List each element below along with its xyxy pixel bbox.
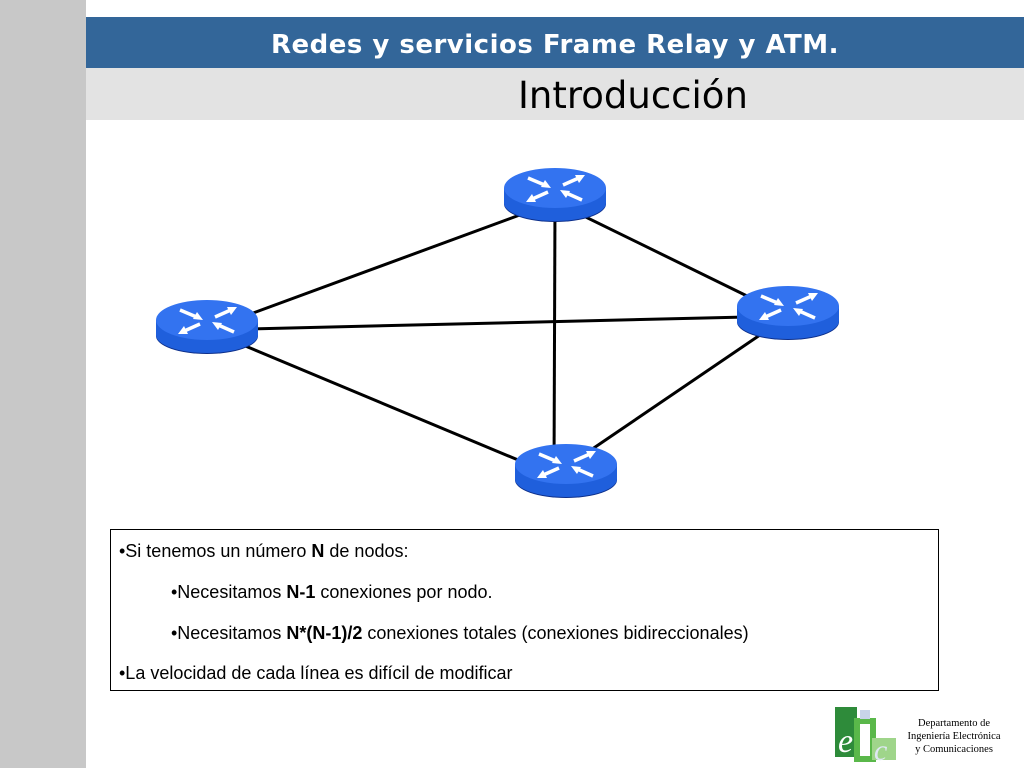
bullet-text: conexiones por nodo. xyxy=(315,582,493,602)
bullet-text: •Necesitamos xyxy=(171,623,287,643)
department-line-1: Departamento de xyxy=(917,718,990,729)
department-line-2: Ingeniería Electrónica xyxy=(907,731,1001,742)
svg-text:e: e xyxy=(838,723,853,760)
router-top xyxy=(502,166,608,224)
bullet-text: •La velocidad de cada línea es difícil d… xyxy=(119,663,513,683)
bullet-bold-term: N-1 xyxy=(286,582,316,602)
bullet-line-speed: •La velocidad de cada línea es difícil d… xyxy=(119,663,513,684)
slide-header-title: Redes y servicios Frame Relay y ATM. xyxy=(270,30,840,60)
bullet-text: conexiones totales (conexiones bidirecci… xyxy=(362,623,749,643)
bullet-text: •Si tenemos un número xyxy=(119,541,312,561)
link-left-right xyxy=(206,314,789,332)
subtitle-band xyxy=(86,68,1024,120)
connection-lines xyxy=(206,200,789,477)
bullet-nodes: •Si tenemos un número N de nodos: xyxy=(119,541,408,562)
svg-text:c: c xyxy=(874,734,887,762)
department-label: Departamento de Ingeniería Electrónica y… xyxy=(898,717,1010,756)
left-sidebar-strip xyxy=(0,0,86,768)
router-bottom xyxy=(513,442,619,500)
router-right xyxy=(735,284,841,342)
link-left-bottom xyxy=(206,328,555,477)
eic-logo-icon: e c xyxy=(835,707,896,762)
bullet-bold-term: N xyxy=(311,541,325,561)
slide-subtitle: Introducción xyxy=(518,74,748,117)
link-top-bottom xyxy=(552,201,557,476)
bullet-total-connections: •Necesitamos N*(N-1)/2 conexiones totale… xyxy=(171,623,749,644)
header-band xyxy=(86,17,1024,68)
bullet-bold-term: N*(N-1)/2 xyxy=(286,623,363,643)
bullet-text: •Necesitamos xyxy=(171,582,287,602)
link-top-left xyxy=(206,200,556,332)
bullet-text: de nodos: xyxy=(324,541,409,561)
bullet-text-box: •Si tenemos un número N de nodos: •Neces… xyxy=(110,529,939,691)
router-left xyxy=(154,298,260,356)
department-line-3: y Comunicaciones xyxy=(915,744,993,755)
bullet-connections-per-node: •Necesitamos N-1 conexiones por nodo. xyxy=(171,582,493,603)
